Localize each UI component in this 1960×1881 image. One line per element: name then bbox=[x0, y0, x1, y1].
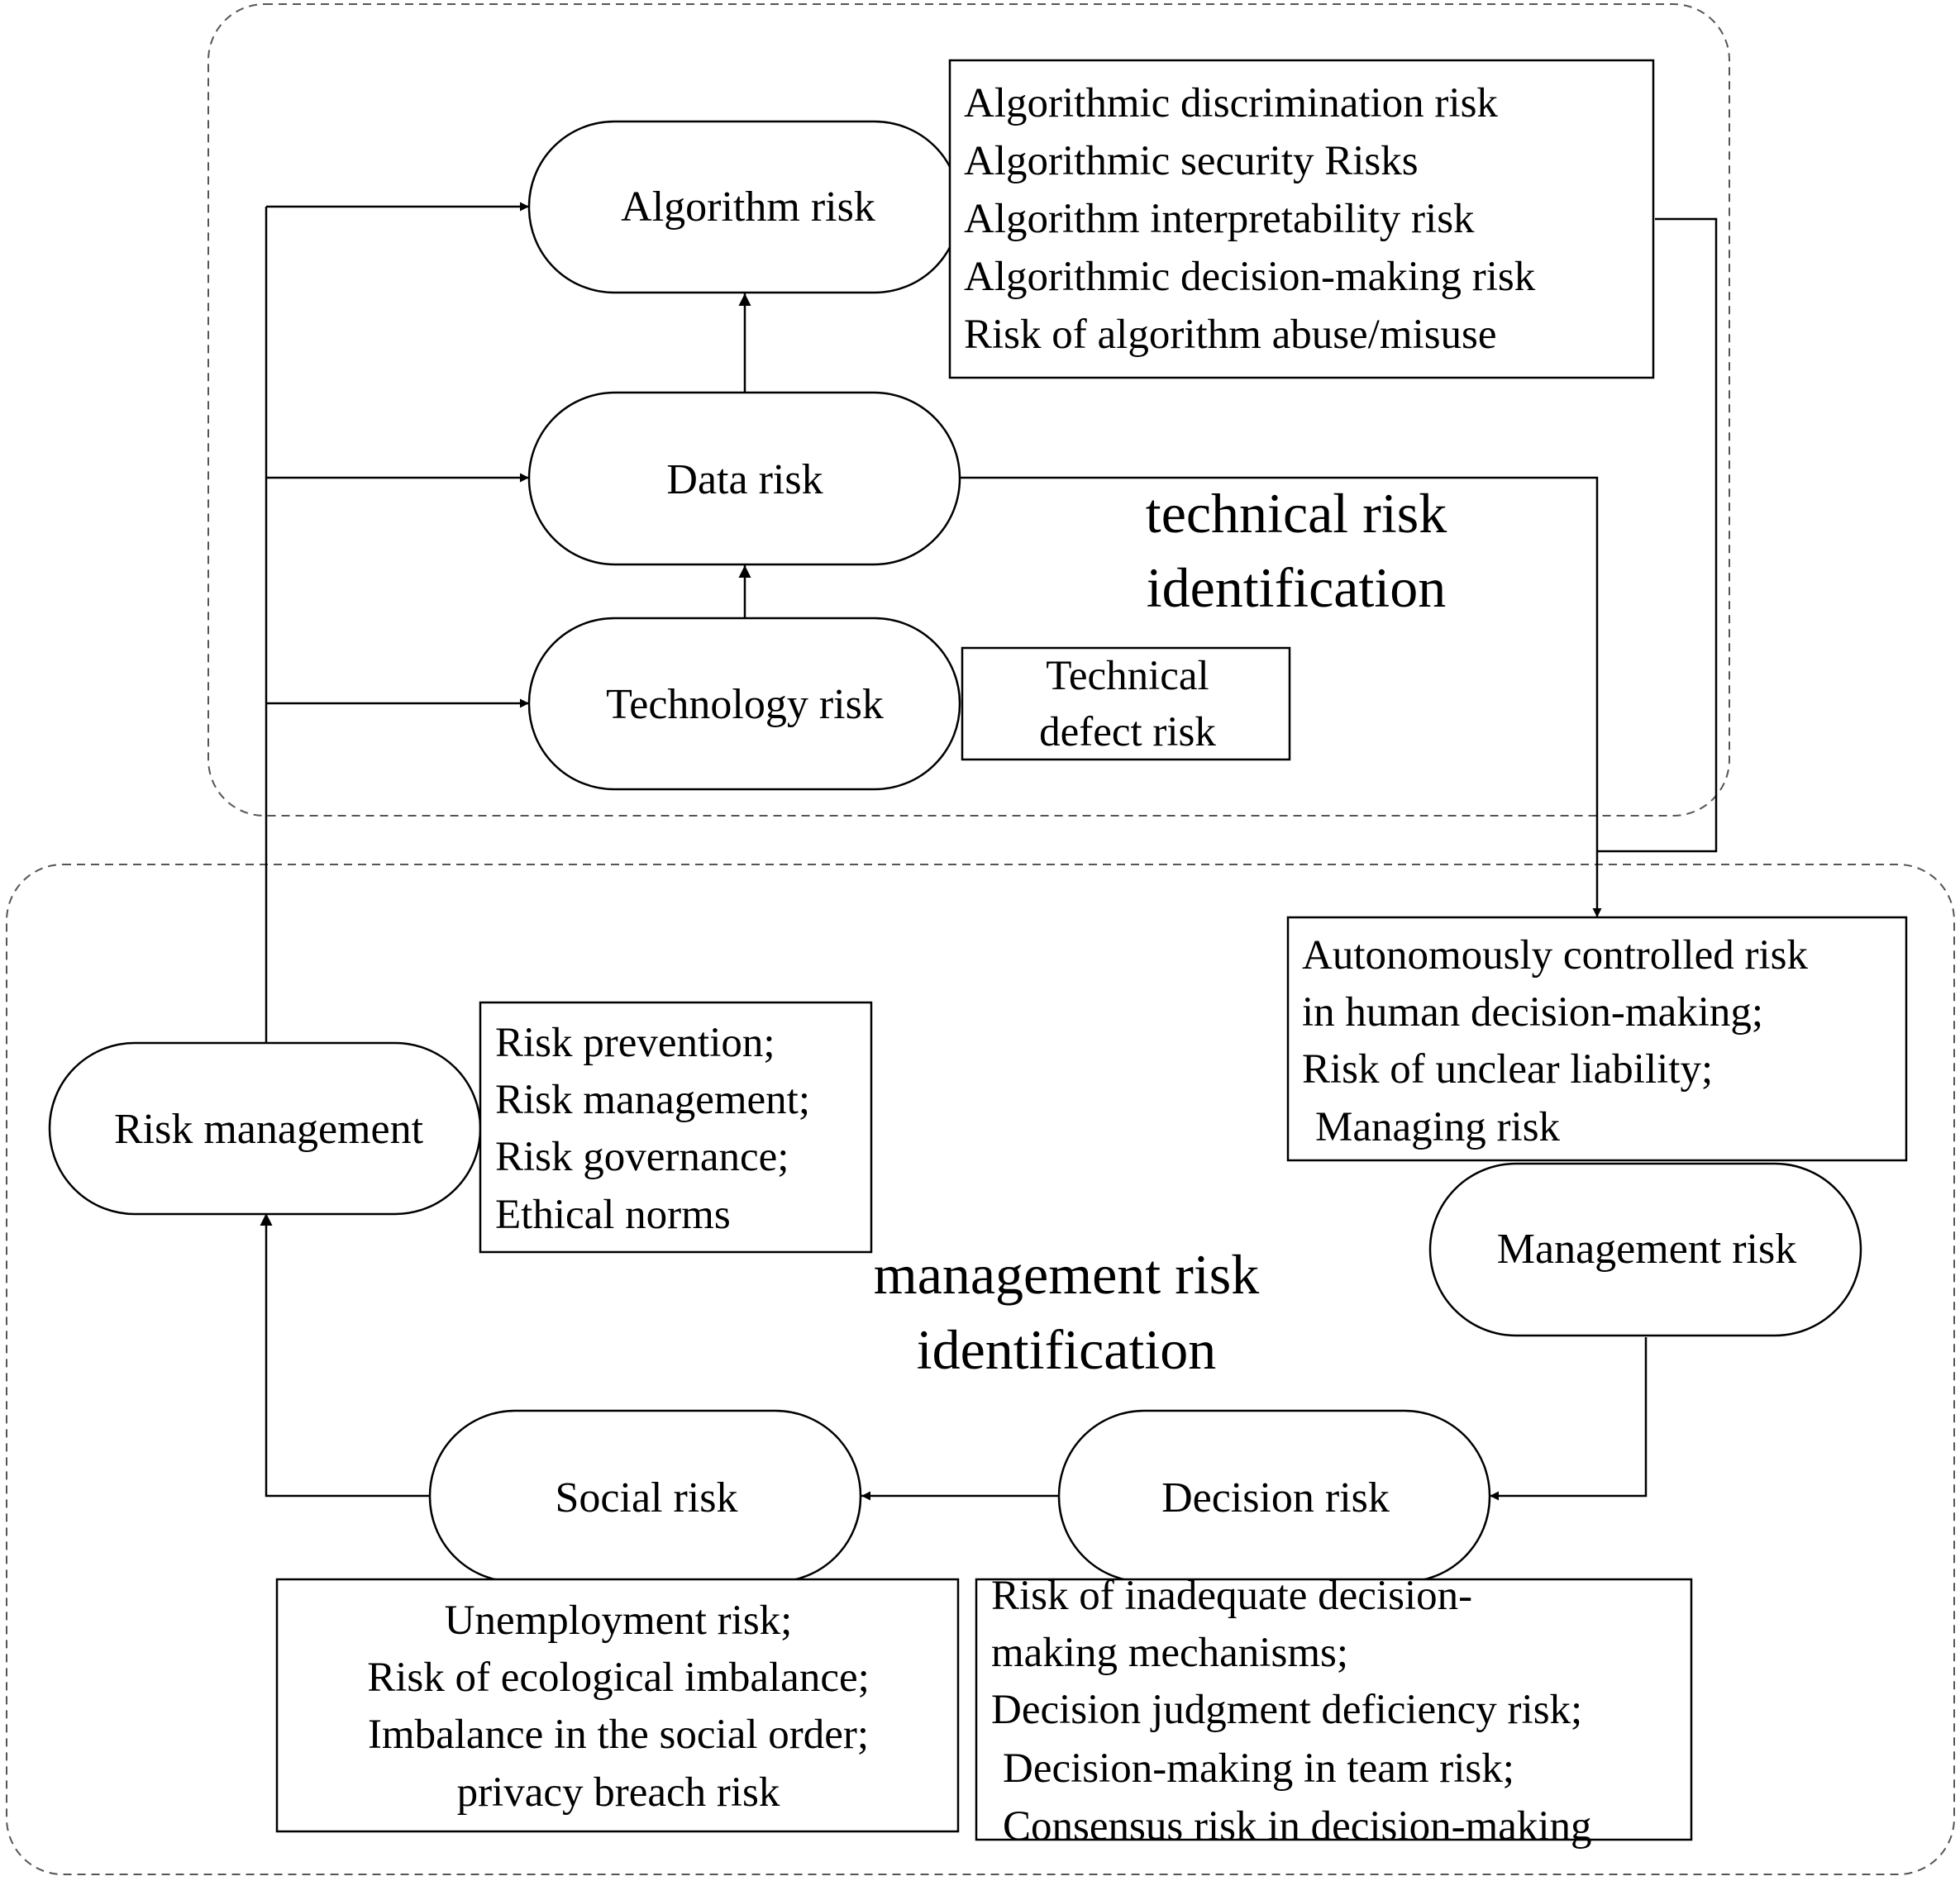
note-line: Imbalance in the social order; bbox=[368, 1712, 869, 1758]
node-algorithm-risk: Algorithm risk bbox=[527, 120, 961, 294]
note-risk-management-measures: Risk prevention; Risk management; Risk g… bbox=[479, 1001, 873, 1254]
note-management-risks: Autonomously controlled risk in human de… bbox=[1286, 916, 1908, 1162]
node-label: Management risk bbox=[1497, 1226, 1796, 1273]
management-region-title-line-1: management risk bbox=[874, 1243, 1259, 1306]
management-risk-region bbox=[6, 864, 1955, 1875]
node-technology-risk: Technology risk bbox=[527, 617, 961, 791]
note-line: Algorithmic discrimination risk bbox=[964, 80, 1498, 126]
connectors bbox=[260, 202, 1718, 1501]
node-management-risk: Management risk bbox=[1428, 1162, 1862, 1337]
note-line: Risk of ecological imbalance; bbox=[367, 1655, 870, 1701]
note-line: making mechanisms; bbox=[991, 1630, 1348, 1676]
note-line: Technical bbox=[1046, 653, 1209, 699]
arrow-data-to-management-note bbox=[959, 476, 1602, 917]
note-technology-risks: Technical defect risk bbox=[961, 646, 1291, 761]
node-label: Algorithm risk bbox=[621, 183, 875, 231]
note-line: Managing risk bbox=[1315, 1104, 1561, 1150]
note-line: Risk of inadequate decision- bbox=[991, 1573, 1472, 1619]
technical-region-title-line-2: identification bbox=[1147, 556, 1447, 619]
node-label: Social risk bbox=[556, 1474, 738, 1521]
arrow-management-to-decision bbox=[1490, 1337, 1648, 1501]
node-label: Risk management bbox=[114, 1106, 424, 1153]
note-line: Decision judgment deficiency risk; bbox=[991, 1687, 1582, 1733]
note-line: privacy breach risk bbox=[457, 1769, 780, 1816]
note-decision-risks: Risk of inadequate decision- making mech… bbox=[975, 1573, 1693, 1850]
note-algorithm-risks: Algorithmic discrimination risk Algorith… bbox=[948, 59, 1655, 379]
note-line: Autonomously controlled risk bbox=[1302, 932, 1808, 979]
node-label: Decision risk bbox=[1161, 1474, 1390, 1521]
note-line: Risk of algorithm abuse/misuse bbox=[964, 312, 1497, 358]
arrow-social-to-risk-management bbox=[260, 1213, 430, 1498]
note-line: Unemployment risk; bbox=[445, 1598, 793, 1644]
note-line: in human decision-making; bbox=[1302, 989, 1763, 1036]
node-label: Data risk bbox=[666, 456, 823, 503]
note-line: Risk management; bbox=[495, 1077, 810, 1123]
note-line: Decision-making in team risk; bbox=[1003, 1745, 1514, 1792]
note-social-risks: Unemployment risk; Risk of ecological im… bbox=[275, 1578, 960, 1833]
node-data-risk: Data risk bbox=[527, 391, 961, 566]
technical-risk-region bbox=[207, 3, 1730, 817]
node-risk-management: Risk management bbox=[48, 1041, 482, 1216]
note-line: Risk prevention; bbox=[495, 1020, 775, 1066]
node-label: Technology risk bbox=[606, 681, 884, 728]
note-line: Ethical norms bbox=[495, 1192, 731, 1238]
note-line: Algorithmic decision-making risk bbox=[964, 254, 1536, 300]
technical-region-title-line-1: technical risk bbox=[1146, 482, 1447, 545]
line-algorithm-note-to-management bbox=[1597, 217, 1718, 853]
node-social-risk: Social risk bbox=[428, 1409, 862, 1583]
note-line: Risk governance; bbox=[495, 1134, 789, 1180]
note-line: Consensus risk in decision-making bbox=[1003, 1803, 1592, 1850]
management-region-title-line-2: identification bbox=[917, 1318, 1217, 1381]
node-decision-risk: Decision risk bbox=[1057, 1409, 1491, 1583]
note-line: Risk of unclear liability; bbox=[1302, 1046, 1713, 1093]
note-line: Algorithmic security Risks bbox=[964, 138, 1419, 184]
note-line: defect risk bbox=[1039, 709, 1216, 755]
note-line: Algorithm interpretability risk bbox=[964, 196, 1475, 242]
